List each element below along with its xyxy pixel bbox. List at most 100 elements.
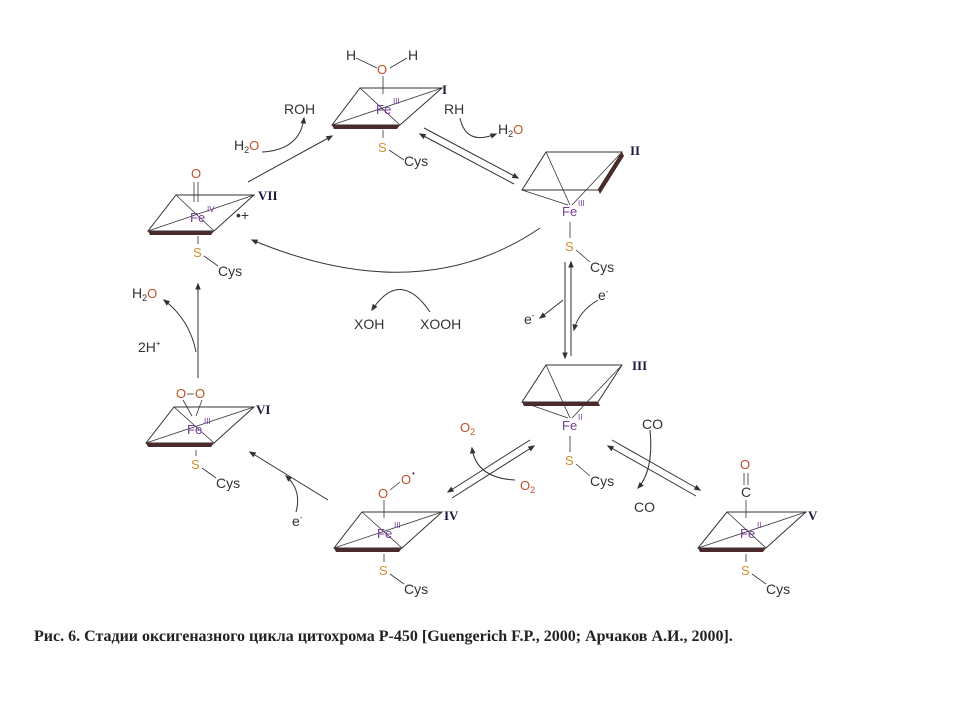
cys-III: Cys (590, 473, 614, 489)
peroxo-o1-IV: O (378, 486, 388, 501)
arrow-III-to-IV (446, 439, 531, 493)
arrow-electron-out (538, 299, 564, 319)
stage-numeral-V: V (808, 508, 818, 523)
reaction-arrows (162, 116, 702, 513)
arrow-II-to-VII (250, 227, 541, 273)
stage-V: Fe II O C V S Cys (696, 457, 818, 597)
arrow-rh-h2o (459, 117, 498, 139)
water-h-right-I: H (408, 47, 418, 63)
sulfur-VII: S (193, 245, 202, 260)
heme-edge-I (332, 125, 400, 129)
arrow-II-to-I (418, 133, 515, 185)
iron-label-IV: Fe (377, 526, 392, 541)
co-in-label: CO (642, 416, 663, 432)
stage-numeral-IV: IV (444, 508, 459, 523)
cys-I: Cys (404, 153, 428, 169)
iron-ox-II: III (578, 199, 585, 208)
charge-IV: • (412, 469, 415, 478)
electron-left-label: e- (524, 311, 535, 327)
peroxo-o1-VI: O (176, 386, 186, 401)
iron-ox-I: III (393, 97, 400, 106)
arrow-electron-bottom (284, 475, 299, 513)
carbonyl-o-V: O (740, 457, 750, 472)
co-out-label: CO (634, 499, 655, 515)
stage-numeral-VII: VII (258, 188, 278, 203)
arrow-2h-h2o (162, 299, 197, 353)
water-o-I: O (377, 62, 387, 77)
heme-edge-V (698, 548, 766, 552)
electron-right-label: e- (598, 287, 609, 303)
o2-in-label: O2 (520, 478, 535, 495)
stage-VII: Fe IV O VII •+ S Cys (146, 166, 278, 279)
radical-VII: •+ (236, 207, 249, 223)
two-protons-label: 2H+ (138, 339, 161, 355)
iron-label-V: Fe (740, 526, 755, 541)
water-h-left-I: H (346, 47, 356, 63)
iron-label-III: Fe (562, 418, 577, 433)
iron-ox-VII: IV (207, 205, 215, 214)
sulfur-V: S (741, 563, 750, 578)
figure-caption: Рис. 6. Стадии оксигеназного цикла цитох… (34, 628, 733, 645)
o2-out-label: O2 (460, 420, 475, 437)
iron-label-VI: Fe (187, 422, 202, 437)
arrow-electron-in (572, 299, 599, 332)
peroxo-o2-VI: O (195, 386, 205, 401)
xooh-label: XOOH (420, 316, 461, 332)
arrow-III-to-V (611, 439, 702, 491)
cys-V: Cys (766, 581, 790, 597)
arrow-o2-exchange (469, 446, 516, 481)
carbonyl-c-V: C (741, 484, 751, 500)
iron-label-VII: Fe (190, 210, 205, 225)
arrow-xooh-xoh (371, 289, 431, 313)
heme-edge-II (598, 152, 624, 194)
electron-bottom-label: e- (292, 513, 303, 529)
heme-edge-VI (146, 443, 214, 447)
iron-ox-III: II (578, 413, 582, 422)
iron-label-II: Fe (562, 204, 577, 219)
heme-edge-IV (334, 548, 402, 552)
heme-edge-VII (148, 231, 214, 235)
sulfur-IV: S (379, 563, 388, 578)
stage-numeral-I: I (442, 82, 447, 97)
sulfur-III: S (565, 453, 574, 468)
h2o-left-label: H2O (234, 137, 259, 155)
xoh-label: XOH (354, 316, 384, 332)
h2o-vii-label: H2O (132, 285, 157, 303)
heme-edge-III (522, 402, 600, 406)
arrow-IV-to-VI (248, 451, 329, 501)
stage-numeral-VI: VI (256, 402, 270, 417)
cys-II: Cys (590, 259, 614, 275)
sulfur-II: S (565, 239, 574, 254)
heme-plane-III (521, 364, 623, 403)
sulfur-VI: S (191, 457, 200, 472)
arrow-co-exchange (637, 429, 652, 490)
arrow-h2o-roh (261, 116, 307, 153)
arrow-I-to-II (423, 127, 520, 179)
species-labels: ROH H2O RH H2O XOH XOOH e- e- CO CO O2 O… (132, 101, 663, 529)
oxo-o-VII: O (191, 166, 201, 181)
peroxo-o2-IV: O (401, 472, 411, 487)
roh-label: ROH (284, 101, 315, 117)
arrow-IV-to-III (451, 445, 536, 499)
iron-ox-V: II (757, 521, 761, 530)
stage-I: Fe III O H H I S Cys (330, 47, 447, 169)
heme-plane-II (521, 151, 623, 191)
iron-ox-IV: III (394, 521, 401, 530)
stage-III: Fe II III S Cys (521, 358, 647, 489)
cys-IV: Cys (404, 581, 428, 597)
stage-VI: Fe III O O VI S Cys (144, 386, 270, 491)
stage-II: Fe III II S Cys (521, 143, 640, 275)
arrow-VII-to-I (247, 135, 334, 183)
cys-VI: Cys (216, 475, 240, 491)
arrow-V-to-III (606, 445, 697, 497)
stage-IV: Fe III O O • IV S Cys (332, 469, 459, 597)
stage-numeral-II: II (630, 143, 640, 158)
h2o-right-label: H2O (498, 121, 523, 139)
iron-label-I: Fe (376, 102, 391, 117)
rh-label: RH (444, 101, 464, 117)
stage-numeral-III: III (632, 358, 647, 373)
sulfur-I: S (378, 140, 387, 155)
cys-VII: Cys (218, 263, 242, 279)
iron-ox-VI: III (204, 417, 211, 426)
